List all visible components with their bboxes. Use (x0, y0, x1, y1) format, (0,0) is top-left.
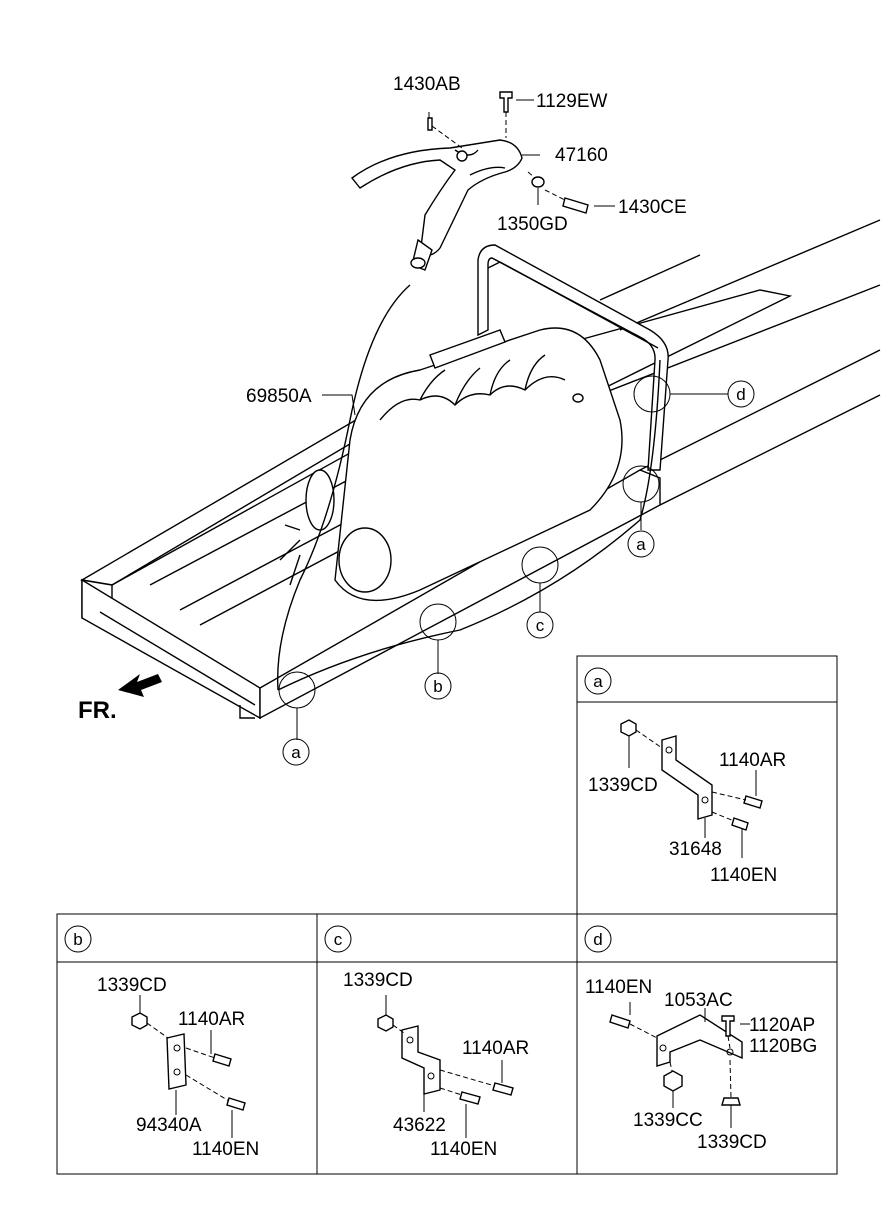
label-1129EW: 1129EW (536, 91, 608, 112)
panel-c-label-1140AR: 1140AR (462, 1038, 529, 1059)
callout-d-letter: d (736, 385, 745, 404)
label-69850A: 69850A (246, 386, 312, 407)
panel-a-label-31648: 31648 (669, 839, 722, 860)
panel-b-label-94340A: 94340A (136, 1115, 202, 1136)
panel-d-label-1120BG: 1120BG (749, 1036, 817, 1057)
main-leader-lines (296, 99, 728, 740)
front-direction-indicator: FR. (78, 674, 162, 724)
fuel-tank-assembly (279, 327, 623, 602)
callout-a-front-letter: a (291, 743, 301, 762)
panel-d-label-1140EN: 1140EN (585, 977, 652, 998)
parking-brake-lever (350, 139, 523, 271)
roll-bar (477, 244, 669, 471)
callout-b: b (424, 672, 452, 700)
panel-a-label-1339CD: 1339CD (588, 775, 658, 796)
front-label: FR. (78, 697, 117, 724)
nut-icon (663, 1070, 683, 1092)
nut-icon (377, 1014, 394, 1032)
callout-d: d (727, 380, 755, 408)
detail-panel-c: c 1339CD 1140AR 43622 1140EN (324, 925, 529, 1160)
panel-b-header: b (73, 930, 82, 949)
label-1430AB: 1430AB (393, 74, 461, 95)
panel-a-label-1140AR: 1140AR (719, 750, 786, 771)
callout-b-letter: b (433, 677, 442, 696)
detail-panel-a: a 1339CD 1140AR 31648 1140EN (584, 667, 786, 886)
callout-a-rear: a (627, 530, 655, 558)
label-1350GD: 1350GD (497, 214, 568, 235)
panel-b-label-1339CD: 1339CD (97, 975, 167, 996)
brake-cable (276, 284, 661, 691)
callout-c-letter: c (536, 616, 545, 635)
detail-panel-b: b 1339CD 1140AR 94340A 1140EN (64, 925, 259, 1160)
detail-panel-grid (56, 655, 838, 1175)
panel-c-label-1339CD: 1339CD (343, 970, 413, 991)
panel-b-label-1140EN: 1140EN (192, 1139, 259, 1160)
panel-d-label-1053AC: 1053AC (664, 990, 733, 1011)
nut-icon (620, 719, 637, 737)
panel-c-label-1140EN: 1140EN (430, 1139, 497, 1160)
label-47160: 47160 (555, 145, 608, 166)
panel-d-header: d (593, 930, 602, 949)
panel-d-label-1339CD: 1339CD (697, 1132, 767, 1153)
panel-c-label-43622: 43622 (393, 1115, 446, 1136)
panel-d-label-1339CC: 1339CC (633, 1110, 703, 1131)
panel-a-label-1140EN: 1140EN (710, 865, 777, 886)
panel-d-label-1120AP: 1120AP (749, 1015, 815, 1036)
panel-a-header: a (593, 672, 603, 691)
nut-icon (131, 1012, 148, 1030)
callout-c: c (526, 611, 554, 639)
panel-c-header: c (334, 930, 343, 949)
callout-a-rear-letter: a (636, 535, 646, 554)
panel-b-label-1140AR: 1140AR (178, 1009, 245, 1030)
front-arrow-icon (118, 674, 162, 697)
lever-hardware (427, 91, 589, 214)
detail-panel-d: d 1140EN 1053AC 1120AP 1120BG 1339CC 133… (584, 925, 817, 1153)
callout-a-front: a (282, 738, 310, 766)
label-1430CE: 1430CE (618, 197, 687, 218)
